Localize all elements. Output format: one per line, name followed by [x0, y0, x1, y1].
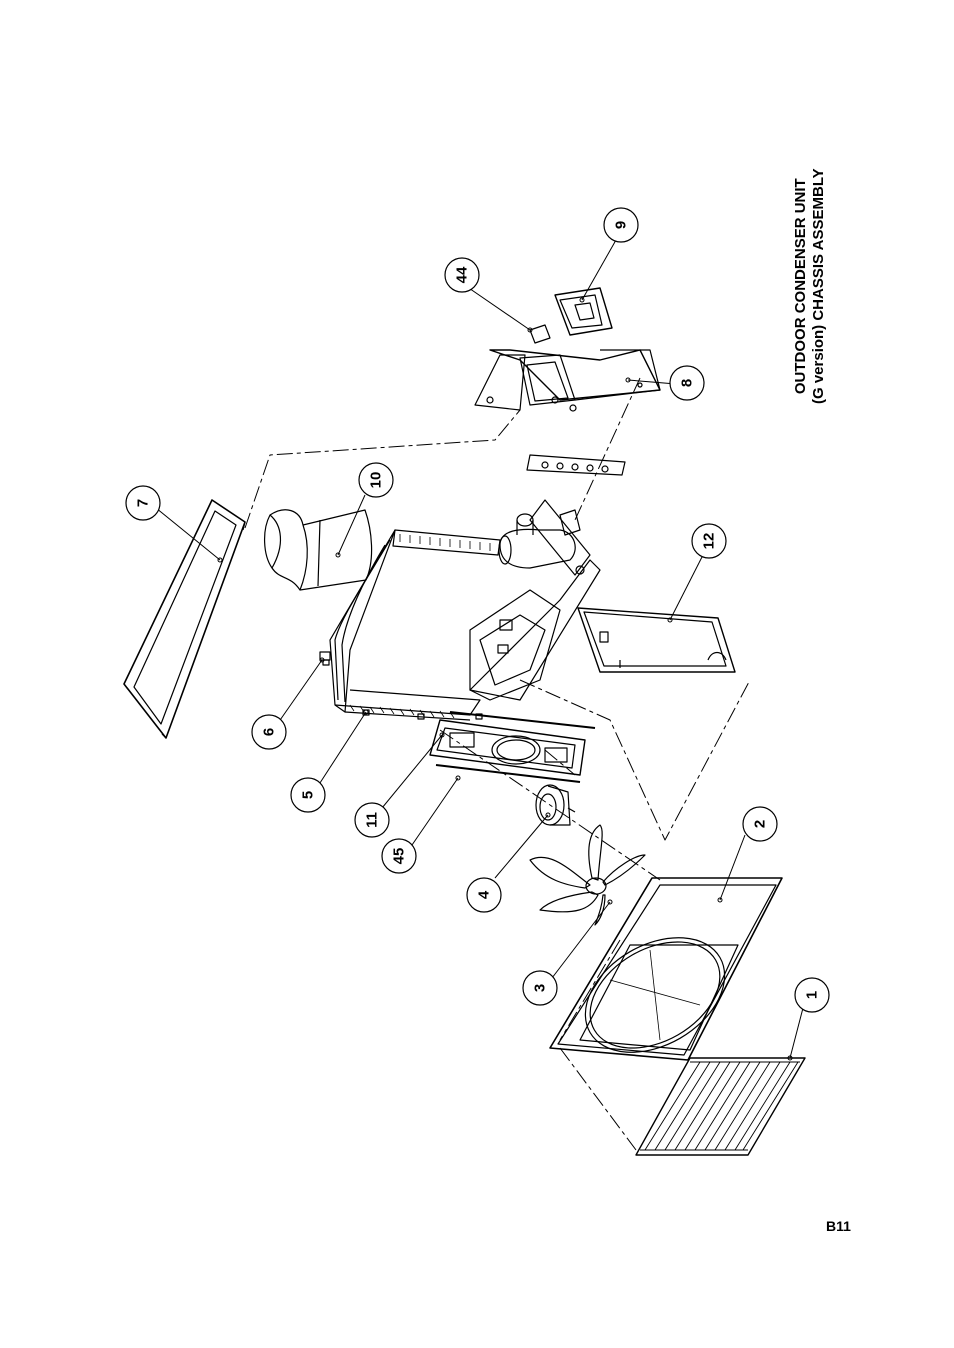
callout-9: 9	[603, 207, 639, 243]
main-chassis-assembly	[329, 499, 601, 721]
callout-11: 11	[354, 802, 390, 838]
callout-44-label: 44	[454, 266, 471, 283]
drawing-title-line-1: OUTDOOR CONDENSER UNIT	[792, 178, 809, 395]
callout-4-label: 4	[476, 890, 493, 899]
callout-45-label: 45	[391, 848, 408, 865]
compressor-jacket-part-10	[264, 509, 373, 591]
callout-3: 3	[522, 970, 558, 1006]
callout-1-label: 1	[804, 991, 821, 999]
assembly-guide-lines	[244, 377, 751, 1151]
side-panel-part-12	[577, 607, 736, 673]
callout-6: 6	[251, 714, 287, 750]
motor-bracket-part-11	[429, 711, 596, 783]
side-panel-part-8	[474, 349, 661, 412]
callout-12-label: 12	[701, 533, 718, 550]
front-grille-part-1	[635, 1057, 806, 1156]
callout-44: 44	[444, 257, 480, 293]
drawing-title-line-2: (G version) CHASSIS ASSEMBLY	[810, 168, 827, 404]
callout-2-label: 2	[752, 820, 769, 828]
leader-lines	[155, 239, 804, 1061]
callout-45: 45	[381, 838, 417, 874]
callout-3-label: 3	[532, 984, 549, 992]
callout-1: 1	[794, 977, 830, 1013]
fan-blade-part-3	[529, 824, 646, 926]
front-panel-part-2	[549, 877, 783, 1061]
page-code: B11	[826, 1218, 851, 1234]
top-panel-part-7	[123, 499, 246, 739]
callout-5-label: 5	[300, 791, 317, 799]
callout-10-label: 10	[368, 472, 385, 489]
callout-2: 2	[742, 806, 778, 842]
callout-12: 12	[691, 523, 727, 559]
callout-5: 5	[290, 777, 326, 813]
callout-6-label: 6	[261, 728, 278, 736]
small-items-parts-5-6	[319, 651, 483, 720]
callout-7: 7	[125, 485, 161, 521]
callout-7-label: 7	[135, 499, 152, 507]
terminal-rail	[526, 454, 626, 476]
callout-10: 10	[358, 462, 394, 498]
callout-9-label: 9	[613, 221, 630, 229]
cover-plate-part-9	[554, 287, 613, 336]
callout-8: 8	[669, 365, 705, 401]
callout-11-label: 11	[364, 812, 381, 828]
drawing-title: OUTDOOR CONDENSER UNIT (G version) CHASS…	[792, 168, 828, 404]
fan-motor-part-4	[535, 784, 576, 826]
label-part-44	[529, 324, 551, 344]
callout-8-label: 8	[679, 379, 696, 387]
callout-4: 4	[466, 877, 502, 913]
